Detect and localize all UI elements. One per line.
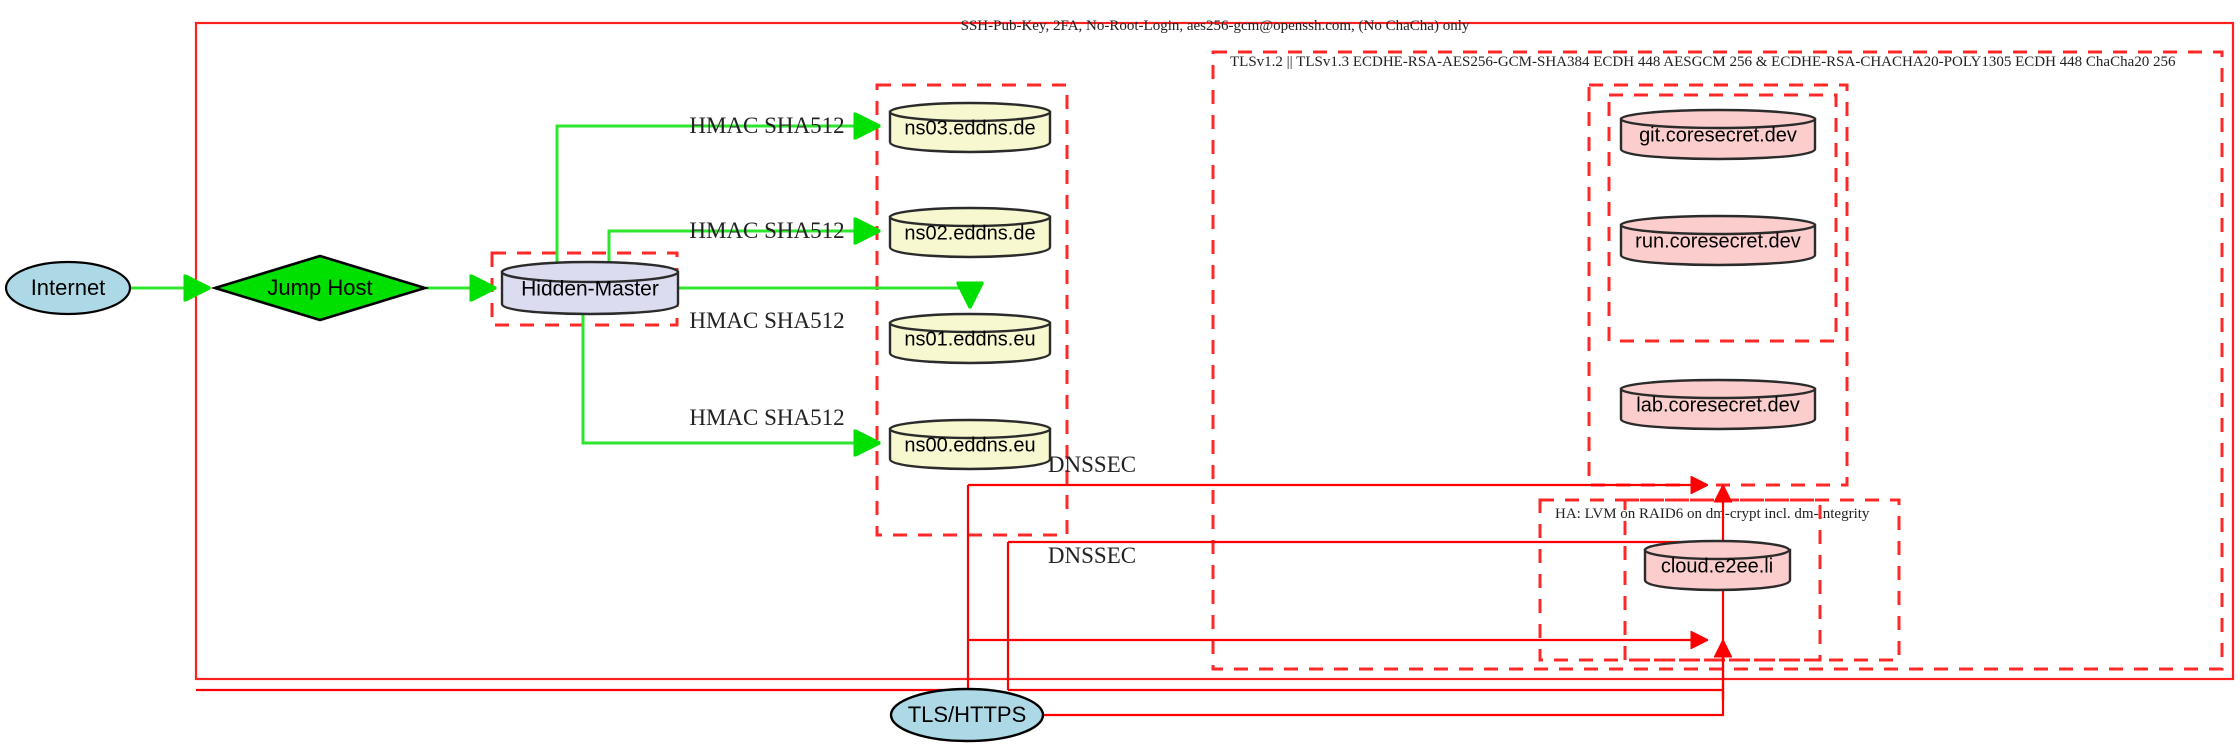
node-internet[interactable]: Internet bbox=[4, 260, 132, 316]
node-run-coresecret-label: run.coresecret.dev bbox=[1635, 230, 1801, 252]
node-git-coresecret-label: git.coresecret.dev bbox=[1639, 124, 1797, 146]
edge-hidden-master-to-ns00 bbox=[581, 315, 876, 443]
node-tls-https-label: TLS/HTTPS bbox=[908, 702, 1027, 727]
cluster-coresecret-outer bbox=[1587, 83, 1849, 487]
node-cloud-e2ee[interactable]: cloud.e2ee.li bbox=[1643, 539, 1792, 592]
edge-hidden-master-to-ns03 bbox=[555, 126, 876, 264]
node-jump-host[interactable]: Jump Host bbox=[210, 254, 430, 322]
edge-label-dnssec-upper: DNSSEC bbox=[1048, 452, 1136, 477]
edge-tls-node-to-right bbox=[1043, 690, 1725, 717]
node-ns01[interactable]: ns01.eddns.eu bbox=[888, 312, 1052, 365]
node-internet-label: Internet bbox=[31, 275, 106, 300]
node-hidden-master-label: Hidden-Master bbox=[521, 278, 659, 301]
node-cloud-e2ee-label: cloud.e2ee.li bbox=[1661, 555, 1773, 577]
edge-hidden-master-to-ns01 bbox=[678, 288, 970, 304]
node-ns03-label: ns03.eddns.de bbox=[904, 117, 1035, 139]
edge-label-hmac-ns01: HMAC SHA512 bbox=[689, 308, 844, 333]
edge-label-hmac-ns02: HMAC SHA512 bbox=[689, 218, 844, 243]
node-lab-coresecret-label: lab.coresecret.dev bbox=[1636, 394, 1799, 416]
edge-label-hmac-ns00: HMAC SHA512 bbox=[689, 405, 844, 430]
node-lab-coresecret[interactable]: lab.coresecret.dev bbox=[1619, 378, 1817, 431]
node-git-coresecret[interactable]: git.coresecret.dev bbox=[1619, 108, 1817, 161]
edge-label-hmac-ns03: HMAC SHA512 bbox=[689, 113, 844, 138]
node-hidden-master[interactable]: Hidden-Master bbox=[500, 260, 680, 316]
cluster-outer-ssh-label: SSH-Pub-Key, 2FA, No-Root-Login, aes256-… bbox=[961, 18, 1470, 34]
cluster-tls bbox=[1211, 50, 2224, 671]
node-jump-host-label: Jump Host bbox=[267, 275, 372, 300]
edge-hidden-master-to-ns02 bbox=[607, 231, 876, 264]
node-ns01-label: ns01.eddns.eu bbox=[904, 328, 1035, 350]
node-tls-https[interactable]: TLS/HTTPS bbox=[889, 687, 1045, 743]
node-ns02[interactable]: ns02.eddns.de bbox=[888, 206, 1052, 259]
node-ns02-label: ns02.eddns.de bbox=[904, 222, 1035, 244]
node-ns00-label: ns00.eddns.eu bbox=[904, 434, 1035, 456]
edge-label-dnssec-lower: DNSSEC bbox=[1048, 543, 1136, 568]
node-run-coresecret[interactable]: run.coresecret.dev bbox=[1619, 214, 1817, 267]
node-ns00[interactable]: ns00.eddns.eu bbox=[888, 418, 1052, 471]
cluster-outer-ssh bbox=[194, 21, 2235, 681]
node-ns03[interactable]: ns03.eddns.de bbox=[888, 101, 1052, 154]
cluster-ha-label: HA: LVM on RAID6 on dm-crypt incl. dm-in… bbox=[1555, 506, 1870, 522]
cluster-nameservers bbox=[875, 83, 1069, 537]
cluster-coresecret-inner bbox=[1607, 93, 1838, 343]
cluster-tls-label: TLSv1.2 || TLSv1.3 ECDHE-RSA-AES256-GCM-… bbox=[1230, 54, 2176, 70]
